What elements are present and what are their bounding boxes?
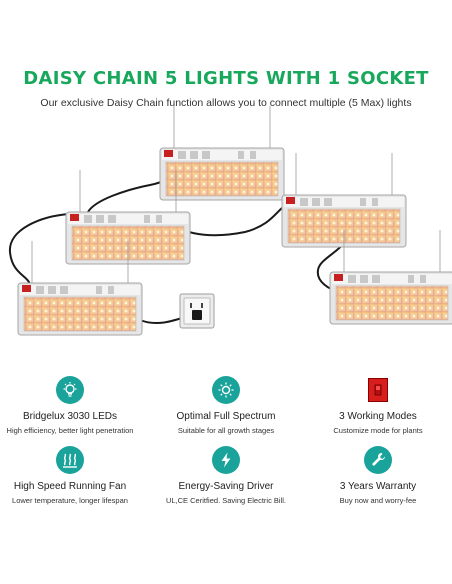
feature-warranty: 3 Years Warranty Buy now and worry-fee [303, 446, 452, 505]
lightning-icon [212, 446, 240, 474]
grow-light-panel-1 [159, 105, 285, 201]
feature-leds: Bridgelux 3030 LEDs High efficiency, bet… [0, 376, 145, 435]
feature-desc: UL,CE Ceritfied. Saving Electric Bill. [165, 496, 287, 505]
sun-icon [212, 376, 240, 404]
switch-icon [368, 378, 388, 402]
feature-desc: Buy now and worry-fee [339, 496, 417, 505]
feature-title: Energy-Saving Driver [178, 481, 274, 492]
wrench-icon [364, 446, 392, 474]
feature-title: Bridgelux 3030 LEDs [23, 411, 117, 422]
feature-driver: Energy-Saving Driver UL,CE Ceritfied. Sa… [151, 446, 301, 505]
feature-desc: High efficiency, better light penetratio… [6, 426, 134, 435]
wall-socket [179, 293, 215, 329]
feature-spectrum: Optimal Full Spectrum Suitable for all g… [151, 376, 301, 435]
feature-title: Optimal Full Spectrum [176, 411, 276, 422]
feature-fan: High Speed Running Fan Lower temperature… [0, 446, 145, 505]
feature-title: High Speed Running Fan [13, 481, 127, 492]
feature-title: 3 Working Modes [339, 411, 417, 422]
feature-title: 3 Years Warranty [339, 481, 417, 492]
feature-desc: Customize mode for plants [333, 426, 423, 435]
feature-desc: Lower temperature, longer lifespan [12, 496, 128, 505]
feature-modes: 3 Working Modes Customize mode for plant… [303, 376, 452, 435]
heat-waves-icon [56, 446, 84, 474]
page-title: DAISY CHAIN 5 LIGHTS WITH 1 SOCKET [23, 68, 429, 89]
feature-desc: Suitable for all growth stages [177, 426, 275, 435]
page-subtitle: Our exclusive Daisy Chain function allow… [40, 97, 412, 109]
daisy-chain-illustration [8, 105, 452, 336]
bulb-icon [56, 376, 84, 404]
